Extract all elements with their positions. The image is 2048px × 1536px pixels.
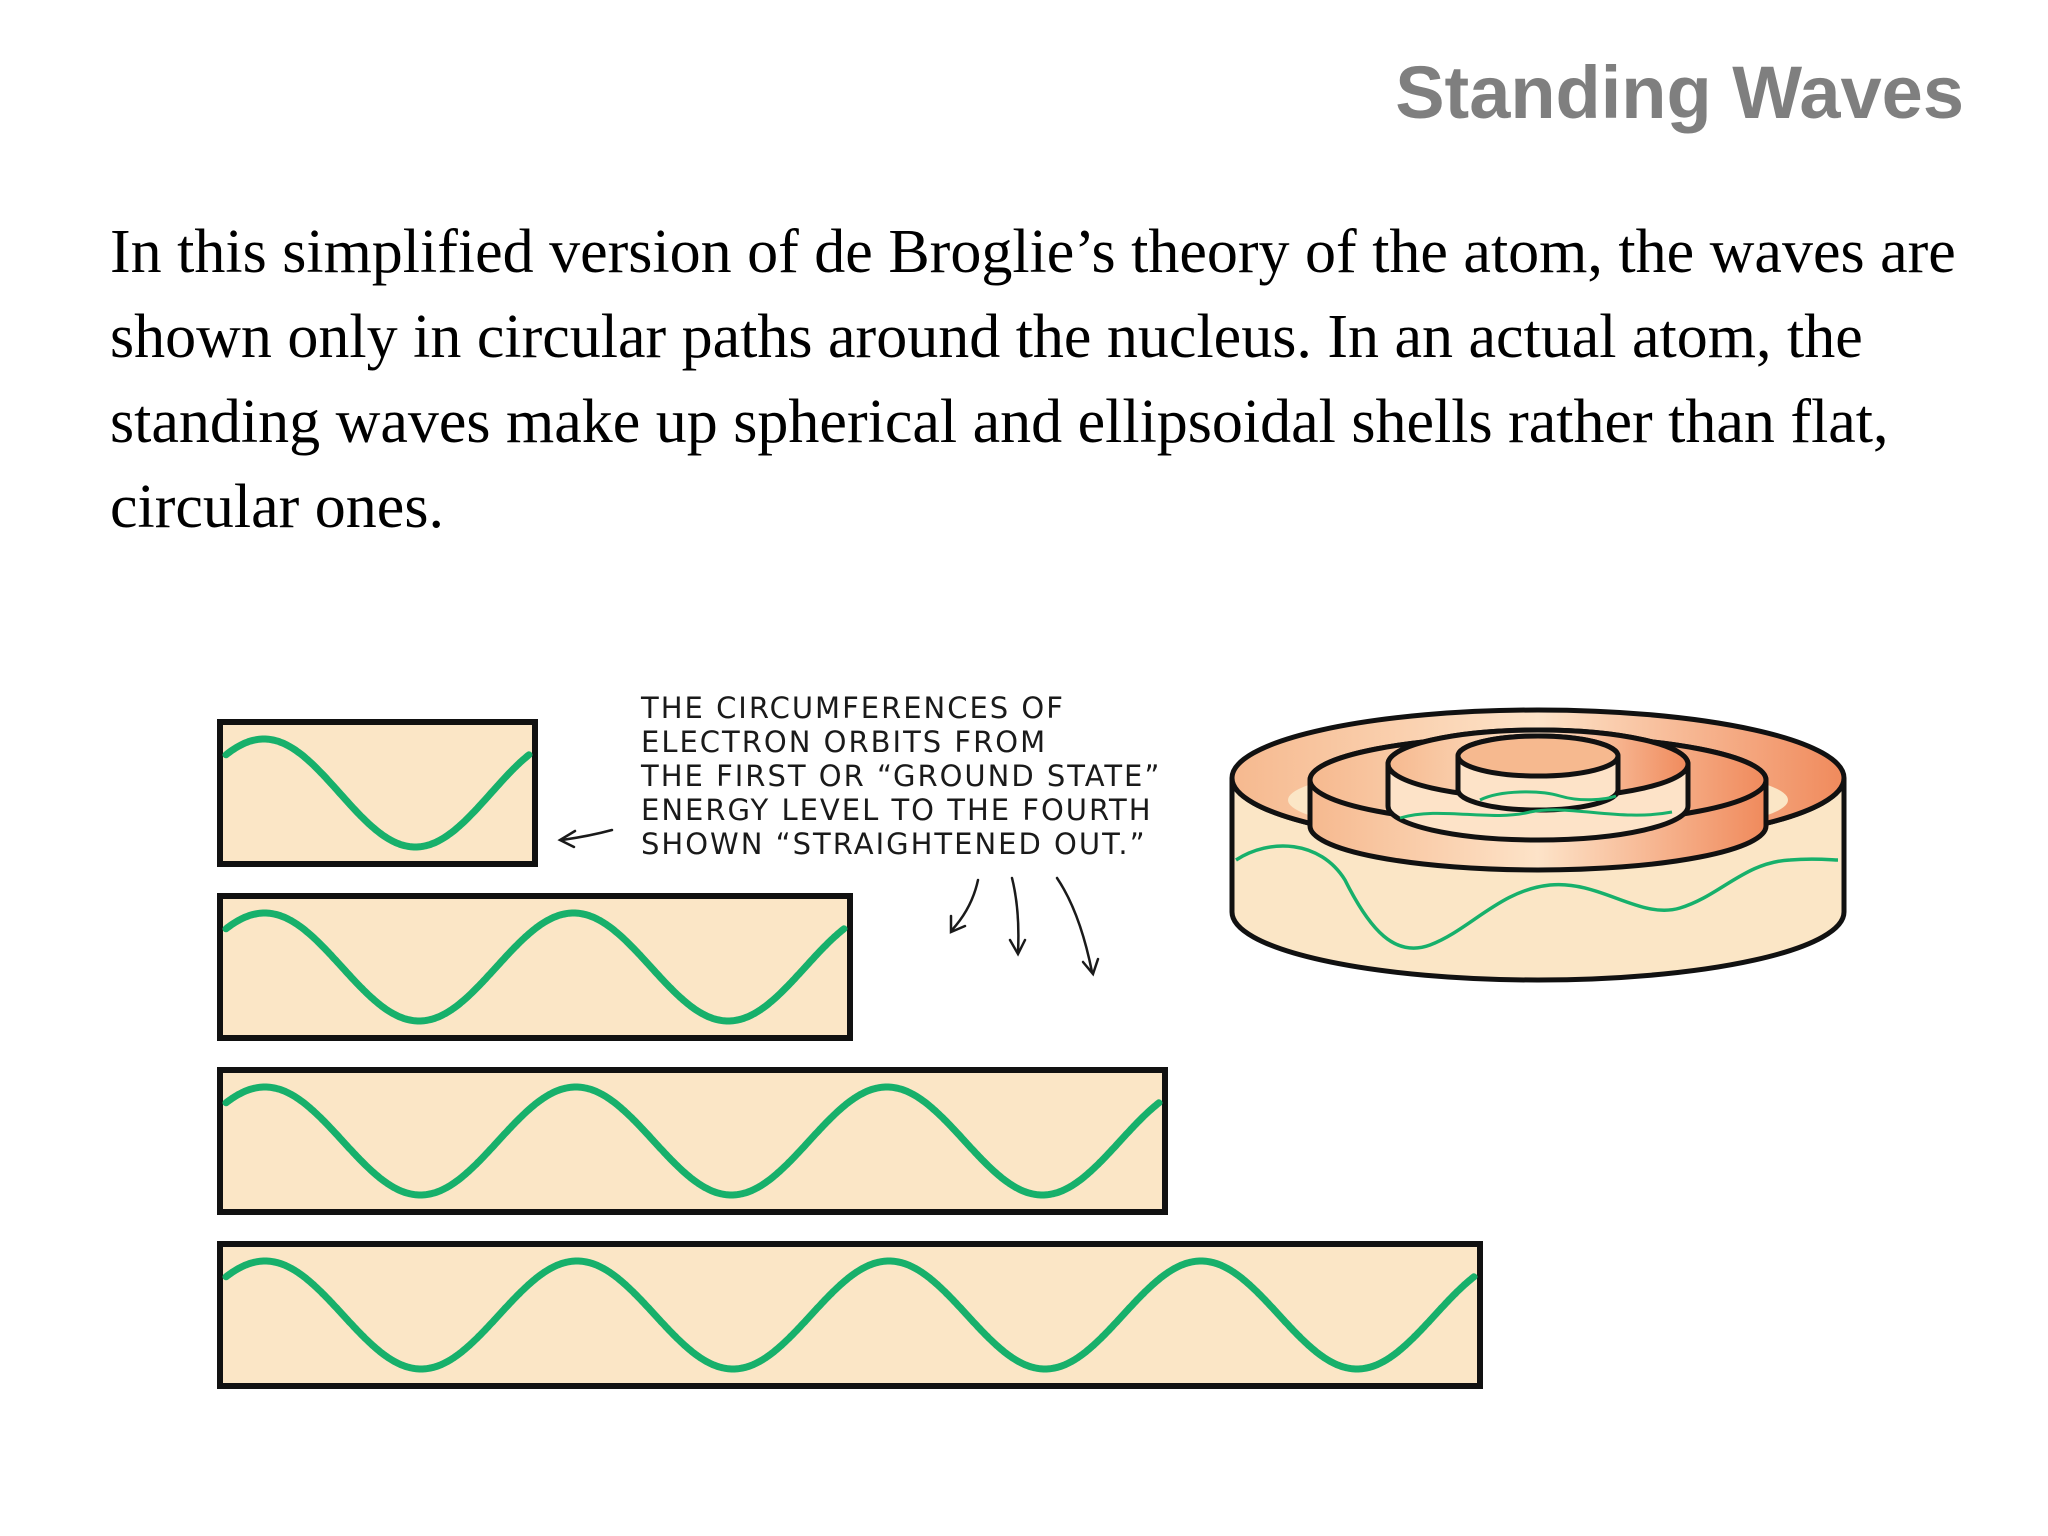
caption-line-4: ENERGY LEVEL TO THE FOURTH [641, 793, 1153, 827]
orbit-strip-3 [217, 1067, 1168, 1215]
arrow-to-orbit-3 [1010, 876, 1020, 954]
arrow-to-orbit-4 [1055, 876, 1094, 974]
slide-body-text: In this simplified version of de Broglie… [110, 218, 1956, 541]
shell-2-wave [1399, 808, 1673, 820]
caption-line-2: ELECTRON ORBITS FROM [641, 725, 1047, 759]
arrow-to-orbit-4-head [1081, 957, 1100, 977]
caption-arrows [557, 828, 1100, 977]
arrow-to-orbit-1-head [557, 829, 577, 849]
caption-line-3: THE FIRST OR “GROUND STATE” [640, 759, 1161, 793]
caption: THE CIRCUMFERENCES OF ELECTRON ORBITS FR… [640, 691, 1161, 861]
orbit-strip-4 [217, 1241, 1483, 1389]
caption-line-5: SHOWN “STRAIGHTENED OUT.” [641, 827, 1147, 861]
orbit-strip-1 [217, 719, 538, 867]
arrow-to-orbit-2-head [949, 914, 967, 934]
straightened-orbits [217, 719, 1483, 1389]
orbit-wave-4 [222, 1257, 1478, 1373]
atom-shells-illustration [1229, 707, 1847, 983]
arrow-to-orbit-1 [560, 828, 614, 842]
arrow-to-orbit-2 [950, 878, 980, 932]
shell-1-rim [1455, 733, 1621, 779]
outer-shell-wave [1235, 844, 1839, 950]
slide-title: Standing Waves [1395, 51, 1964, 134]
caption-line-1: THE CIRCUMFERENCES OF [640, 691, 1065, 725]
orbit-wave-3 [222, 1083, 1163, 1199]
inner-shell-wave [1479, 790, 1617, 802]
arrow-to-orbit-3-head [1008, 938, 1027, 957]
orbit-wave-2 [222, 909, 848, 1025]
orbit-wave-1 [222, 735, 533, 851]
